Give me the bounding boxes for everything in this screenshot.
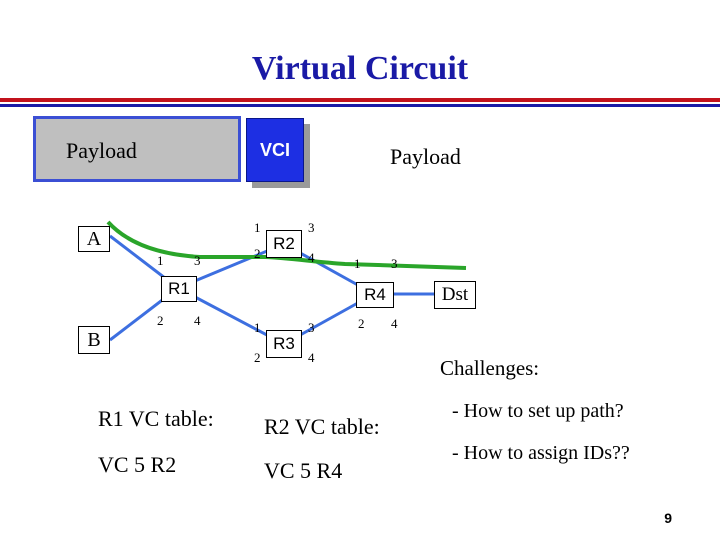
page-number: 9 [664, 510, 672, 526]
r4-port-1: 1 [354, 256, 361, 271]
packet-payload-label: Payload [66, 138, 137, 163]
router-r3-label: R3 [273, 334, 295, 353]
r4-port-4: 4 [391, 316, 398, 331]
r1-vc-table-entry: VC 5 R2 [98, 452, 177, 477]
node-b-label: B [87, 329, 101, 351]
slide-title: Virtual Circuit [251, 50, 469, 87]
router-r3 [266, 330, 302, 358]
virtual-circuit-path [106, 220, 467, 270]
r2-port-2: 2 [254, 246, 261, 261]
r3-port-1: 1 [254, 320, 261, 335]
router-r1-label: R1 [168, 279, 190, 298]
r2-port-4: 4 [308, 250, 315, 265]
node-a-label: A [86, 228, 102, 250]
r1-port-3: 3 [194, 253, 201, 268]
r3-port-3: 3 [308, 320, 315, 335]
vci-box [246, 118, 304, 182]
r2-vc-table-title: R2 VC table: [264, 414, 380, 439]
r1-port-2: 2 [157, 313, 164, 328]
router-r2 [266, 230, 302, 258]
challenge-item: - How to set up path? [452, 400, 624, 422]
r4-port-3: 3 [391, 256, 398, 271]
header-rule-red [0, 98, 720, 102]
payload-right-label: Payload [390, 144, 461, 169]
r1-port-1: 1 [157, 253, 164, 268]
r4-port-2: 2 [358, 316, 365, 331]
router-r4 [356, 282, 394, 308]
node-dst [434, 281, 476, 309]
node-dst-label: Dst [441, 284, 469, 305]
router-r4-label: R4 [364, 285, 386, 304]
challenges-title: Challenges: [440, 356, 540, 380]
r1-vc-table-title: R1 VC table: [98, 406, 214, 431]
r3-port-4: 4 [308, 350, 315, 365]
router-r2-label: R2 [273, 234, 295, 253]
r2-port-3: 3 [308, 220, 315, 235]
node-b [78, 326, 110, 354]
header-rule-blue [0, 104, 720, 107]
r2-vc-table-entry: VC 5 R4 [264, 458, 343, 483]
packet-payload-box [33, 116, 241, 182]
r2-port-1: 1 [254, 220, 261, 235]
challenge-item: - How to assign IDs?? [452, 442, 630, 464]
node-a [78, 226, 110, 252]
r1-port-4: 4 [194, 313, 201, 328]
router-r1 [161, 276, 197, 302]
r3-port-2: 2 [254, 350, 261, 365]
vci-label: VCI [259, 140, 290, 160]
